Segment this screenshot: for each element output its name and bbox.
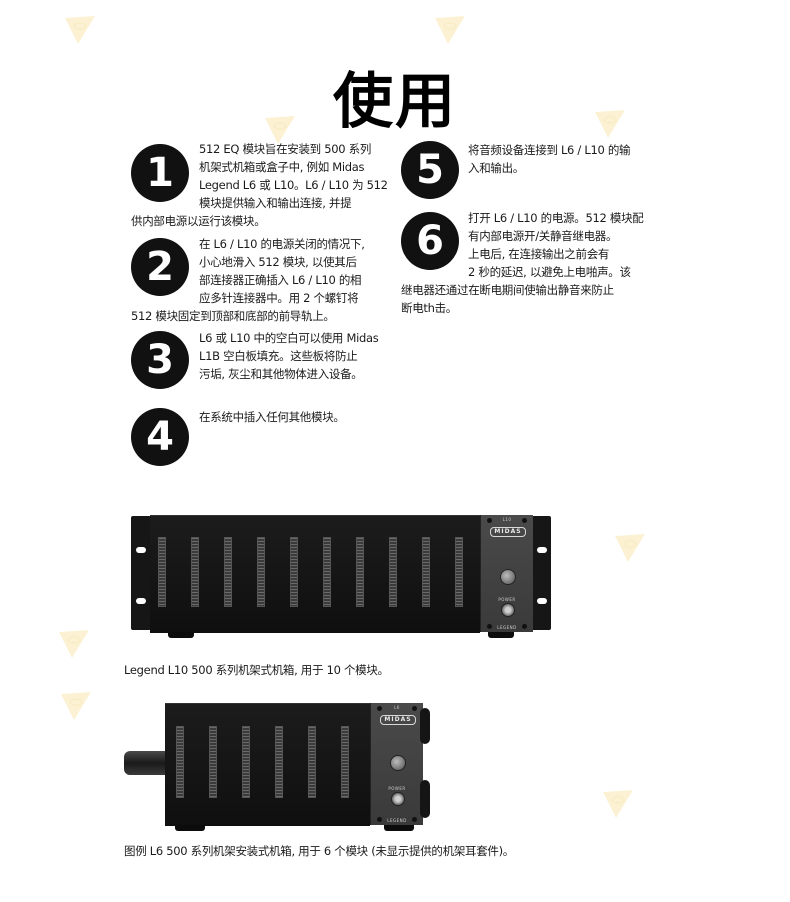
module-slot-connector <box>191 537 199 607</box>
chassis-foot <box>488 632 514 638</box>
side-handle-top <box>420 708 430 744</box>
step-number-badge: 6 <box>401 212 459 270</box>
chassis-foot <box>168 632 194 638</box>
l6-caption: 图例 L6 500 系列机架安装式机箱, 用于 6 个模块 (未显示提供的机架耳… <box>124 844 515 858</box>
chassis-front-panel <box>165 703 370 826</box>
module-slot-connector <box>422 537 430 607</box>
power-indicator <box>500 569 516 585</box>
side-handle-bottom <box>420 780 430 818</box>
series-label: LEGEND <box>387 818 407 823</box>
module-slot-connector <box>158 537 166 607</box>
model-label: L6 <box>394 705 400 710</box>
rack-ear-right <box>531 516 551 630</box>
step-text: 512 EQ 模块旨在安装到 500 系列 机架式机箱或盒子中, 例如 Mida… <box>131 142 388 228</box>
module-slot-connector <box>176 726 184 798</box>
module-slot-connector <box>242 726 250 798</box>
module-slot-connector <box>290 537 298 607</box>
module-slot-connector <box>308 726 316 798</box>
series-label: LEGEND <box>497 625 517 630</box>
step-number-badge: 3 <box>131 331 189 389</box>
chassis-foot <box>384 825 414 831</box>
module-slot-connector <box>224 537 232 607</box>
step-number-badge: 1 <box>131 144 189 202</box>
rear-handle <box>124 751 166 775</box>
control-plate: L6 MIDAS POWER LEGEND <box>370 703 423 825</box>
module-slot-connector <box>275 726 283 798</box>
step-text: 将音频设备连接到 L6 / L10 的输 入和输出。 <box>468 143 631 175</box>
power-switch <box>501 603 515 617</box>
module-slot-connector <box>209 726 217 798</box>
step-text: 在系统中插入任何其他模块。 <box>199 410 345 424</box>
control-plate: L10 MIDAS POWER LEGEND <box>480 515 533 632</box>
power-switch <box>391 792 405 806</box>
power-label: POWER <box>498 597 516 602</box>
model-label: L10 <box>502 517 512 522</box>
module-slot-connector <box>257 537 265 607</box>
chassis-foot <box>175 825 205 831</box>
step-number-badge: 2 <box>131 238 189 296</box>
step-text: 打开 L6 / L10 的电源。512 模块配 有内部电源开/关静音继电器。 上… <box>401 211 644 315</box>
l10-caption: Legend L10 500 系列机架式机箱, 用于 10 个模块。 <box>124 663 389 677</box>
module-slot-connector <box>341 726 349 798</box>
rack-ear-left <box>131 516 151 630</box>
module-slot-connector <box>389 537 397 607</box>
xlr-connector <box>390 755 406 771</box>
page-title: 使用 <box>333 67 457 138</box>
module-slot-connector <box>323 537 331 607</box>
power-label: POWER <box>388 786 406 791</box>
step-number-badge: 5 <box>401 141 459 199</box>
module-slot-connector <box>455 537 463 607</box>
midas-logo: MIDAS <box>380 715 416 725</box>
step-text: 在 L6 / L10 的电源关闭的情况下, 小心地滑入 512 模块, 以使其后… <box>131 237 365 323</box>
step-text: L6 或 L10 中的空白可以使用 Midas L1B 空白板填充。这些板将防止… <box>199 331 379 381</box>
module-slot-connector <box>356 537 364 607</box>
step-number-badge: 4 <box>131 408 189 466</box>
chassis-front-panel <box>150 515 480 633</box>
midas-logo: MIDAS <box>490 527 526 537</box>
